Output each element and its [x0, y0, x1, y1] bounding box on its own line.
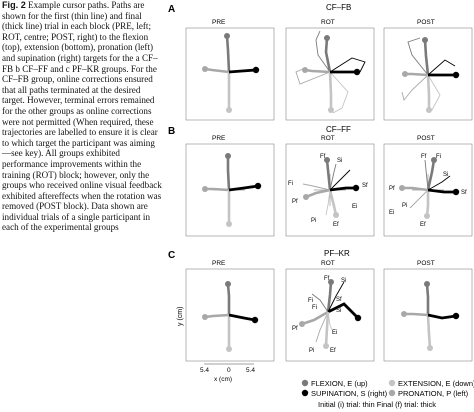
legend-note: Initial (i) trial: thin Final (f) trial:…: [318, 400, 436, 409]
label-c-rot-pf: Pf: [292, 326, 298, 332]
x-axis-label: x (cm): [214, 376, 232, 383]
label-b-post-si: Si: [443, 172, 448, 178]
panel-a-post-paths: [401, 37, 460, 113]
panel-c-block-rot: ROT: [321, 260, 335, 267]
panel-c-block-post: POST: [417, 260, 435, 267]
panel-b-rot-paths: Ff Fi Si Sf Pf Pi Ef Ei: [288, 154, 368, 228]
label-c-rot-ff: Ff: [324, 276, 330, 282]
panel-b-block-post: POST: [417, 135, 435, 142]
label-c-rot-pi: Pi: [309, 348, 314, 354]
label-b-rot-si: Si: [337, 158, 342, 164]
panel-a-rot-frame: [285, 27, 375, 121]
label-b-post-sf: Sf: [461, 190, 467, 196]
label-c-rot-si: Si: [341, 278, 346, 284]
panel-b-pre-paths: [202, 153, 262, 227]
panel-b-post-frame: [383, 143, 473, 237]
x-tick-center: 0: [227, 367, 231, 374]
panel-b-block-pre: PRE: [212, 135, 226, 142]
legend-swatch-flexion: [301, 379, 309, 387]
label-b-rot-ef: Ef: [333, 222, 339, 228]
panel-a-group: CF–FB: [326, 3, 351, 12]
panel-a-pre-paths: [202, 33, 260, 113]
panel-a-rot-paths: [295, 30, 366, 114]
panel-b-group: CF–FF: [326, 125, 351, 134]
label-b-post-ff: Ff: [421, 154, 427, 160]
panel-a-pre-frame: [185, 27, 275, 121]
label-b-post-fi: Fi: [436, 154, 441, 160]
label-b-post-pf: Pf: [389, 186, 395, 192]
panel-a-post-frame: [383, 27, 473, 121]
panel-b-post-paths: Ff Fi Si Sf Pf Pi Ef Ei: [389, 154, 467, 228]
panel-c-rot-frame: [285, 268, 375, 362]
label-b-rot-fi: Fi: [288, 181, 293, 187]
legend-swatch-pronation: [388, 389, 396, 397]
label-c-rot-ef: Ef: [330, 348, 336, 354]
label-b-rot-ff: Ff: [320, 154, 326, 160]
label-b-rot-pi: Pi: [311, 218, 316, 224]
label-c-rot-si-2: Si: [336, 308, 341, 314]
panel-b-block-rot: ROT: [321, 135, 335, 142]
label-b-post-ei: Ei: [389, 210, 394, 216]
panel-c-letter: C: [168, 250, 175, 261]
caption-text: Example cursor paths. Paths are shown fo…: [2, 0, 162, 233]
panel-c-rot-paths: Si Ff Fi Sf Fi Pf Si Ei Ef Pi: [292, 276, 362, 354]
label-b-post-ef: Ef: [420, 222, 426, 228]
label-c-rot-ei: Ei: [332, 330, 337, 336]
legend-label-pronation: PRONATION, P (left): [398, 389, 469, 398]
panel-b-letter: B: [168, 126, 175, 137]
panel-b-rot-frame: [285, 143, 375, 237]
legend-swatch-extension: [388, 379, 396, 387]
panel-a-block-pre: PRE: [212, 19, 226, 26]
x-tick-right: 5.4: [246, 367, 255, 374]
label-b-post-pi: Pi: [402, 203, 407, 209]
label-b-rot-sf: Sf: [362, 183, 368, 189]
label-c-rot-fi-2: Fi: [312, 305, 317, 311]
label-c-rot-fi: Fi: [308, 298, 313, 304]
panel-c-pre-paths: [202, 281, 259, 352]
figure-number: Fig. 2: [2, 0, 26, 10]
panel-a-letter: A: [168, 4, 175, 15]
legend: FLEXION, E (up) EXTENSION, E (down) SUPI…: [301, 379, 474, 409]
panel-c-group: PF–KR: [324, 249, 350, 258]
label-b-rot-ei: Ei: [352, 204, 357, 210]
panel-c-post-paths: [401, 281, 460, 351]
panel-c-pre-frame: [185, 268, 275, 362]
panel-c-block-pre: PRE: [212, 260, 226, 267]
label-c-rot-sf: Sf: [336, 297, 342, 303]
legend-label-flexion: FLEXION, E (up): [311, 379, 368, 388]
panel-a-block-rot: ROT: [321, 19, 335, 26]
panel-b-pre-frame: [185, 143, 275, 237]
legend-swatch-supination: [301, 389, 309, 397]
legend-label-extension: EXTENSION, E (down): [398, 379, 474, 388]
panel-a-block-post: POST: [417, 19, 435, 26]
x-tick-left: 5.4: [200, 367, 209, 374]
figure-caption: Fig. 2 Example cursor paths. Paths are s…: [2, 0, 162, 233]
panel-c-post-frame: [383, 268, 473, 362]
legend-label-supination: SUPINATION, S (right): [311, 389, 388, 398]
y-axis-label: y (cm): [177, 307, 184, 326]
label-b-rot-pf: Pf: [292, 199, 298, 205]
